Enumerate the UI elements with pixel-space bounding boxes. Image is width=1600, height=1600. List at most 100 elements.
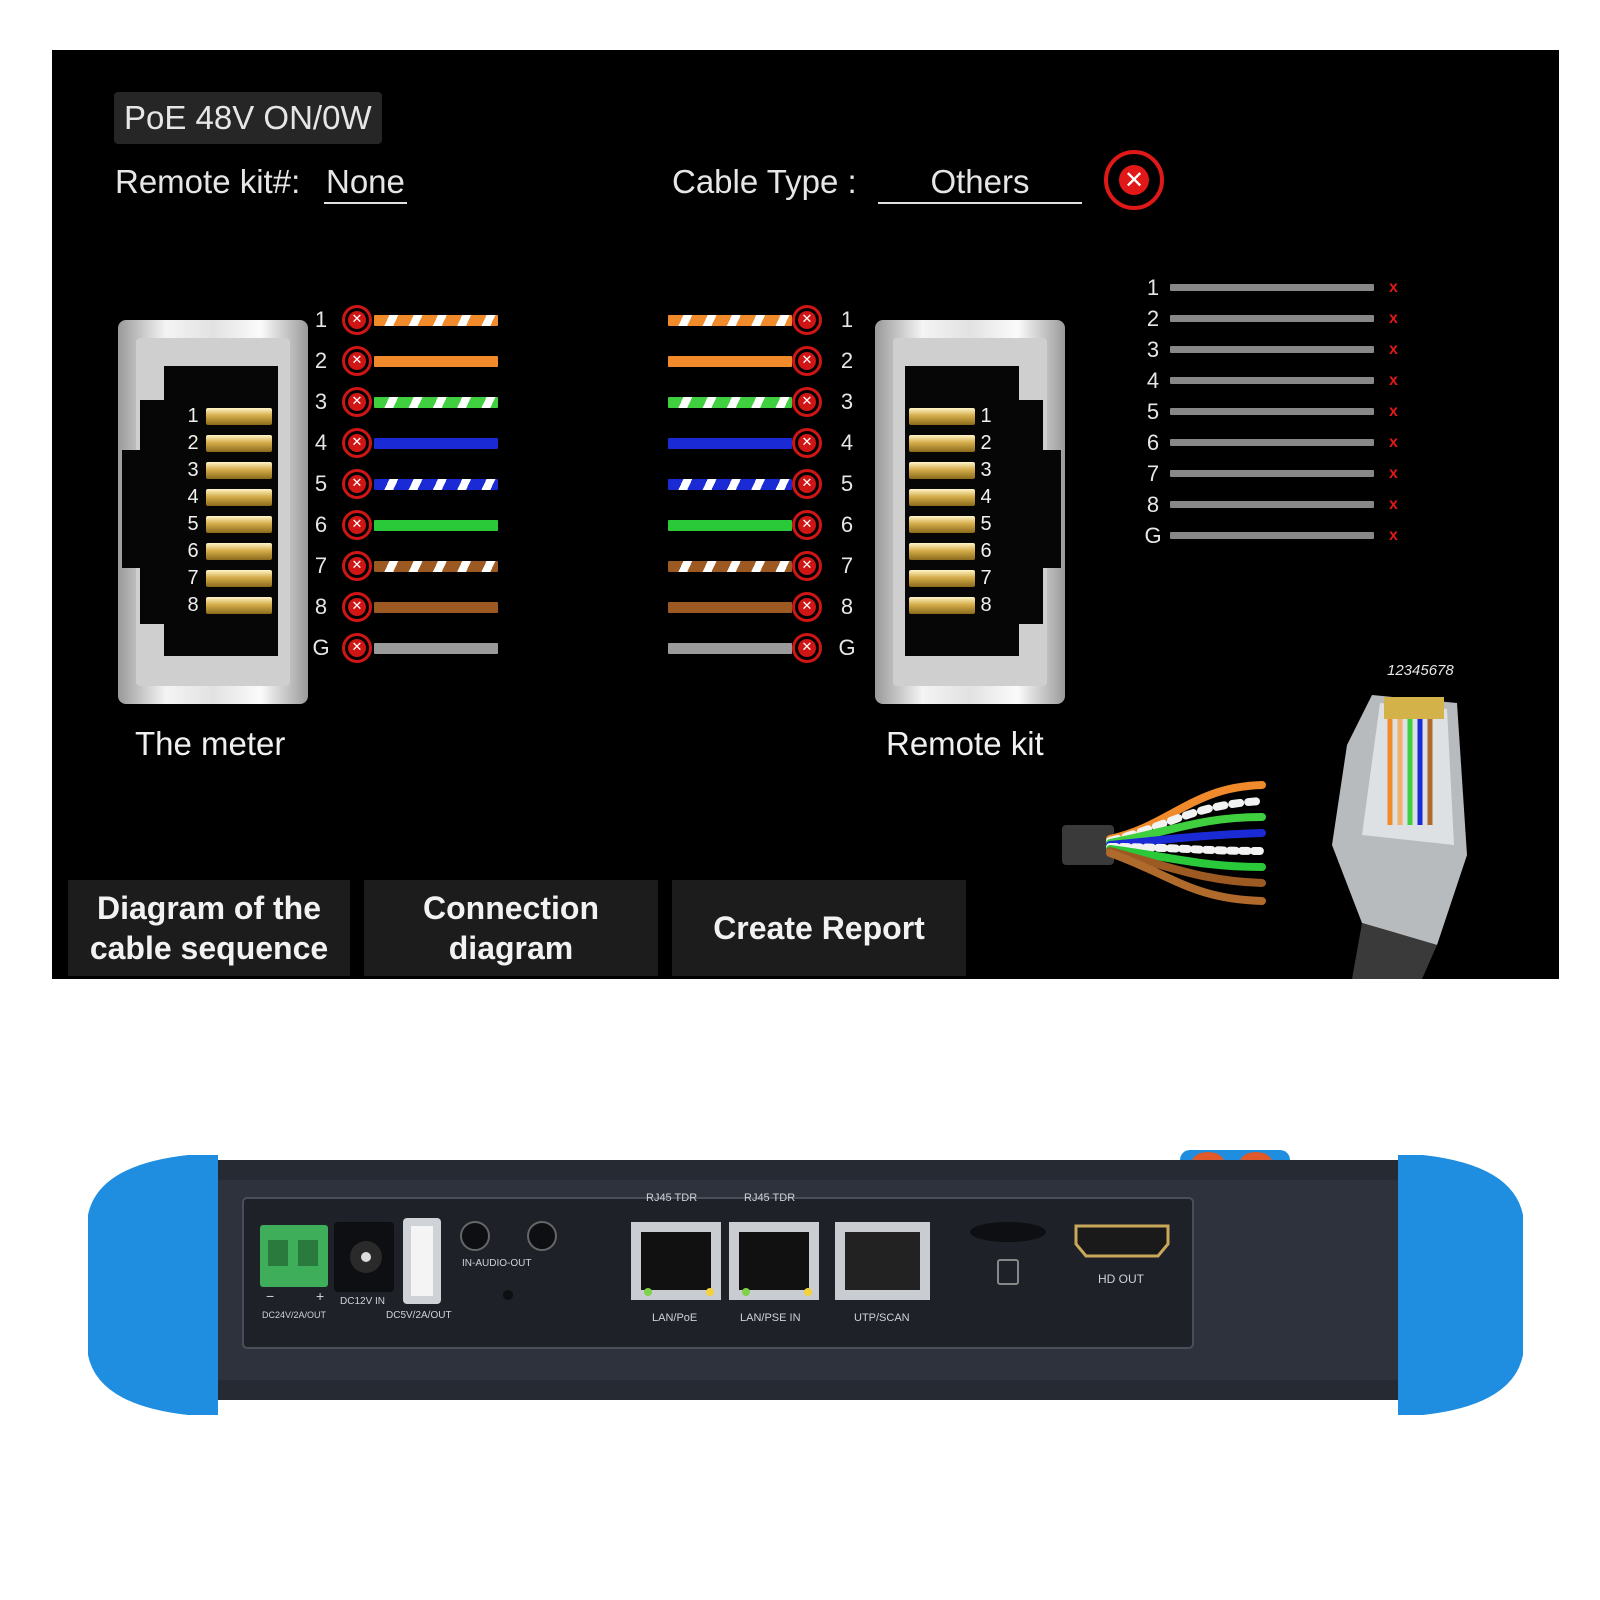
jack-pin-number: 7 xyxy=(980,567,992,589)
shield-item-bar xyxy=(1170,315,1374,322)
jack-pin-number: 1 xyxy=(980,405,992,427)
jack-pin-number: 5 xyxy=(980,513,992,535)
shield-item-bar xyxy=(1170,284,1374,291)
fail-x-icon: ✕ xyxy=(792,633,822,663)
shield-fail-mark: x xyxy=(1389,527,1398,544)
wire-number: G xyxy=(838,635,856,660)
jack-pin-number: 8 xyxy=(187,594,199,616)
gold-pin-icon xyxy=(909,489,975,506)
gold-pin-icon xyxy=(206,570,272,587)
fail-x-icon: ✕ xyxy=(792,551,822,581)
remote-kit-value[interactable]: None xyxy=(324,162,407,204)
audio-port-label: IN-AUDIO-OUT xyxy=(462,1258,532,1269)
jack-pin-number: 1 xyxy=(187,405,199,427)
shield-item-number: 6 xyxy=(1146,430,1160,455)
wire-line xyxy=(668,438,792,449)
wire-line xyxy=(668,520,792,531)
shield-item-bar xyxy=(1170,439,1374,446)
wire-line xyxy=(668,397,792,408)
shield-item-number: 2 xyxy=(1146,306,1160,331)
fail-x-icon: ✕ xyxy=(342,428,372,458)
wire-line xyxy=(668,561,792,572)
gold-pin-icon xyxy=(206,489,272,506)
meter-caption: The meter xyxy=(135,725,286,762)
jack-pin-number: 4 xyxy=(980,486,992,508)
jack-pin-number: 3 xyxy=(980,459,992,481)
wire-number: 3 xyxy=(314,389,328,414)
jack-pin-number: 8 xyxy=(980,594,992,616)
shield-item-bar xyxy=(1170,470,1374,477)
shield-fail-mark: x xyxy=(1389,434,1398,451)
cable-type-value[interactable]: Others xyxy=(878,162,1082,204)
wire-line xyxy=(374,438,498,449)
fail-x-icon: ✕ xyxy=(342,551,372,581)
gold-pin-icon xyxy=(206,516,272,533)
shield-fail-mark: x xyxy=(1389,403,1398,420)
wire-number: G xyxy=(312,635,330,660)
shield-item-number: 5 xyxy=(1146,399,1160,424)
jack-pin-number: 6 xyxy=(980,540,992,562)
shield-item-bar xyxy=(1170,346,1374,353)
gold-pin-icon xyxy=(909,543,975,560)
cable-type-label: Cable Type : xyxy=(672,163,857,200)
wire-line xyxy=(374,479,498,490)
wire-line xyxy=(374,356,498,367)
shield-fail-mark: x xyxy=(1389,341,1398,358)
rj45-tdr-label-2: RJ45 TDR xyxy=(744,1192,796,1204)
jack-pin-number: 4 xyxy=(187,486,199,508)
wire-number: 7 xyxy=(840,553,854,578)
create-report-button[interactable]: Create Report xyxy=(672,880,966,976)
shield-item-number: 1 xyxy=(1146,275,1160,300)
tester-device-photo: RJ45 TDR RJ45 TDR LAN/PoE LAN/PSE IN UTP… xyxy=(78,1140,1530,1430)
wire-line xyxy=(668,356,792,367)
gold-pin-icon xyxy=(206,435,272,452)
dc24v-out-label: DC24V/2A/OUT xyxy=(262,1310,327,1320)
dc5v-out-label: DC5V/2A/OUT xyxy=(386,1310,452,1321)
gold-pin-icon xyxy=(909,408,975,425)
gold-pin-icon xyxy=(909,462,975,479)
fail-x-icon: ✕ xyxy=(792,592,822,622)
shield-fail-mark: x xyxy=(1389,372,1398,389)
gold-pin-icon xyxy=(909,516,975,533)
wire-number: 6 xyxy=(314,512,328,537)
remote-kit-label: Remote kit#: xyxy=(115,163,301,200)
connection-diagram-button[interactable]: Connection diagram xyxy=(364,880,658,976)
terminal-plus-label: + xyxy=(316,1288,325,1304)
plug-pin-label: 12345678 xyxy=(1387,662,1454,679)
hd-out-label: HD OUT xyxy=(1098,1272,1144,1286)
tester-screen: PoE 48V ON/0W Remote kit#: None Cable Ty… xyxy=(52,50,1559,979)
wire-number: 1 xyxy=(314,307,328,332)
jack-pin-number: 6 xyxy=(187,540,199,562)
shield-item-number: 4 xyxy=(1146,368,1160,393)
gold-pin-icon xyxy=(206,462,272,479)
cable-sequence-button[interactable]: Diagram of the cable sequence xyxy=(68,880,350,976)
fail-x-icon: ✕ xyxy=(342,305,372,335)
jack-pin-number: 2 xyxy=(980,432,992,454)
dc12v-in-label: DC12V IN xyxy=(340,1296,386,1307)
shield-item-bar xyxy=(1170,501,1374,508)
wire-line xyxy=(374,315,498,326)
wire-number: 4 xyxy=(314,430,328,455)
wire-line xyxy=(668,315,792,326)
wire-line xyxy=(374,602,498,613)
wire-number: 3 xyxy=(840,389,854,414)
fail-x-icon: ✕ xyxy=(342,510,372,540)
jack-pin-number: 2 xyxy=(187,432,199,454)
fail-x-icon: ✕ xyxy=(792,469,822,499)
fail-x-icon: ✕ xyxy=(792,510,822,540)
error-x-icon: ✕ xyxy=(1104,150,1164,210)
fail-x-icon: ✕ xyxy=(792,305,822,335)
terminal-minus-label: − xyxy=(266,1288,275,1304)
shield-item-number: 3 xyxy=(1146,337,1160,362)
fail-x-icon: ✕ xyxy=(792,428,822,458)
gold-pin-icon xyxy=(206,597,272,614)
wire-number: 7 xyxy=(314,553,328,578)
wire-line xyxy=(668,602,792,613)
jack-pin-number: 7 xyxy=(187,567,199,589)
gold-pin-icon xyxy=(206,543,272,560)
wire-line xyxy=(374,643,498,654)
wire-line xyxy=(374,397,498,408)
wire-number: 8 xyxy=(840,594,854,619)
wire-number: 5 xyxy=(314,471,328,496)
